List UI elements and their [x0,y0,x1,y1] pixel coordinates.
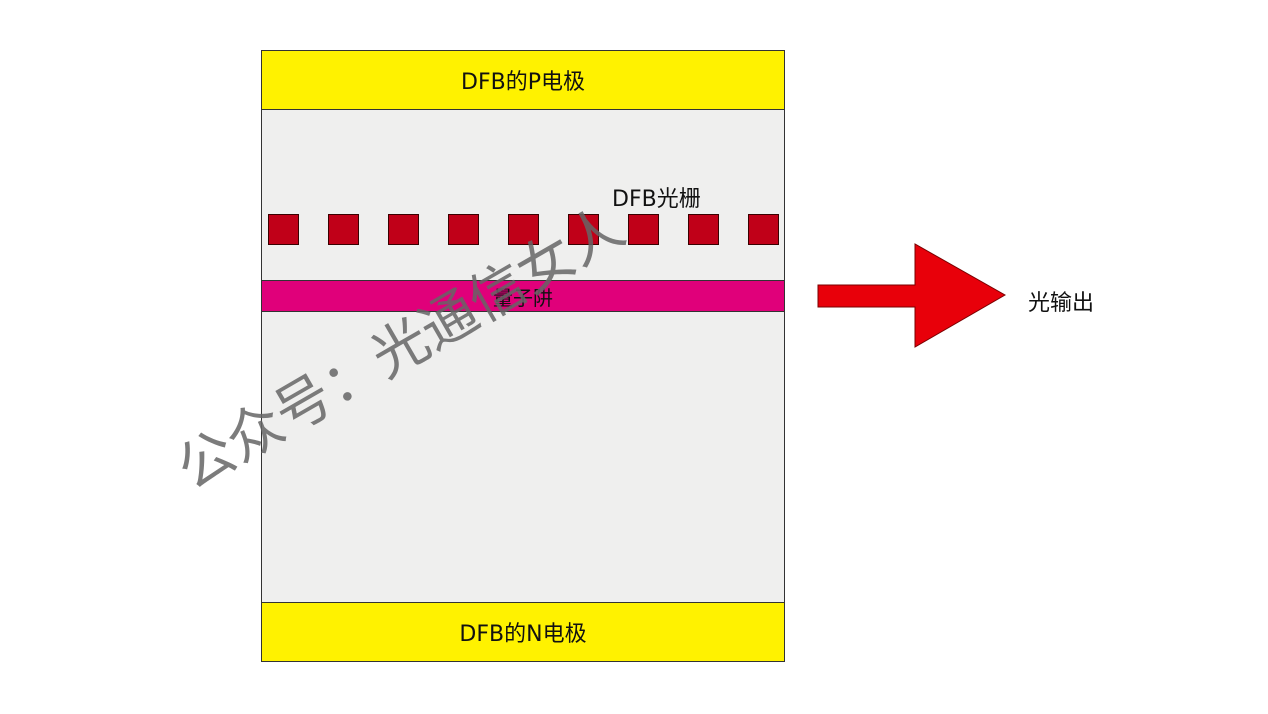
grating-tooth [688,214,719,245]
quantum-well-layer: 量子阱 [261,280,785,312]
grating-tooth [448,214,479,245]
grating-tooth [388,214,419,245]
dfb-laser-structure: DFB的P电极 DFB光栅 量子阱 DFB的N电极 [261,50,785,662]
dfb-grating [268,214,780,246]
p-electrode-label: DFB的P电极 [461,70,585,95]
grating-tooth [568,214,599,245]
arrow-shape [817,243,1007,348]
grating-tooth [628,214,659,245]
n-electrode-label: DFB的N电极 [459,622,587,647]
p-electrode: DFB的P电极 [261,50,785,110]
quantum-well-label: 量子阱 [493,285,553,310]
grating-tooth [508,214,539,245]
light-output-label: 光输出 [1028,291,1095,316]
light-output-arrow [817,243,1007,348]
grating-tooth [328,214,359,245]
grating-tooth [268,214,299,245]
grating-tooth [748,214,779,245]
grating-label: DFB光栅 [612,187,701,212]
n-electrode: DFB的N电极 [261,602,785,662]
